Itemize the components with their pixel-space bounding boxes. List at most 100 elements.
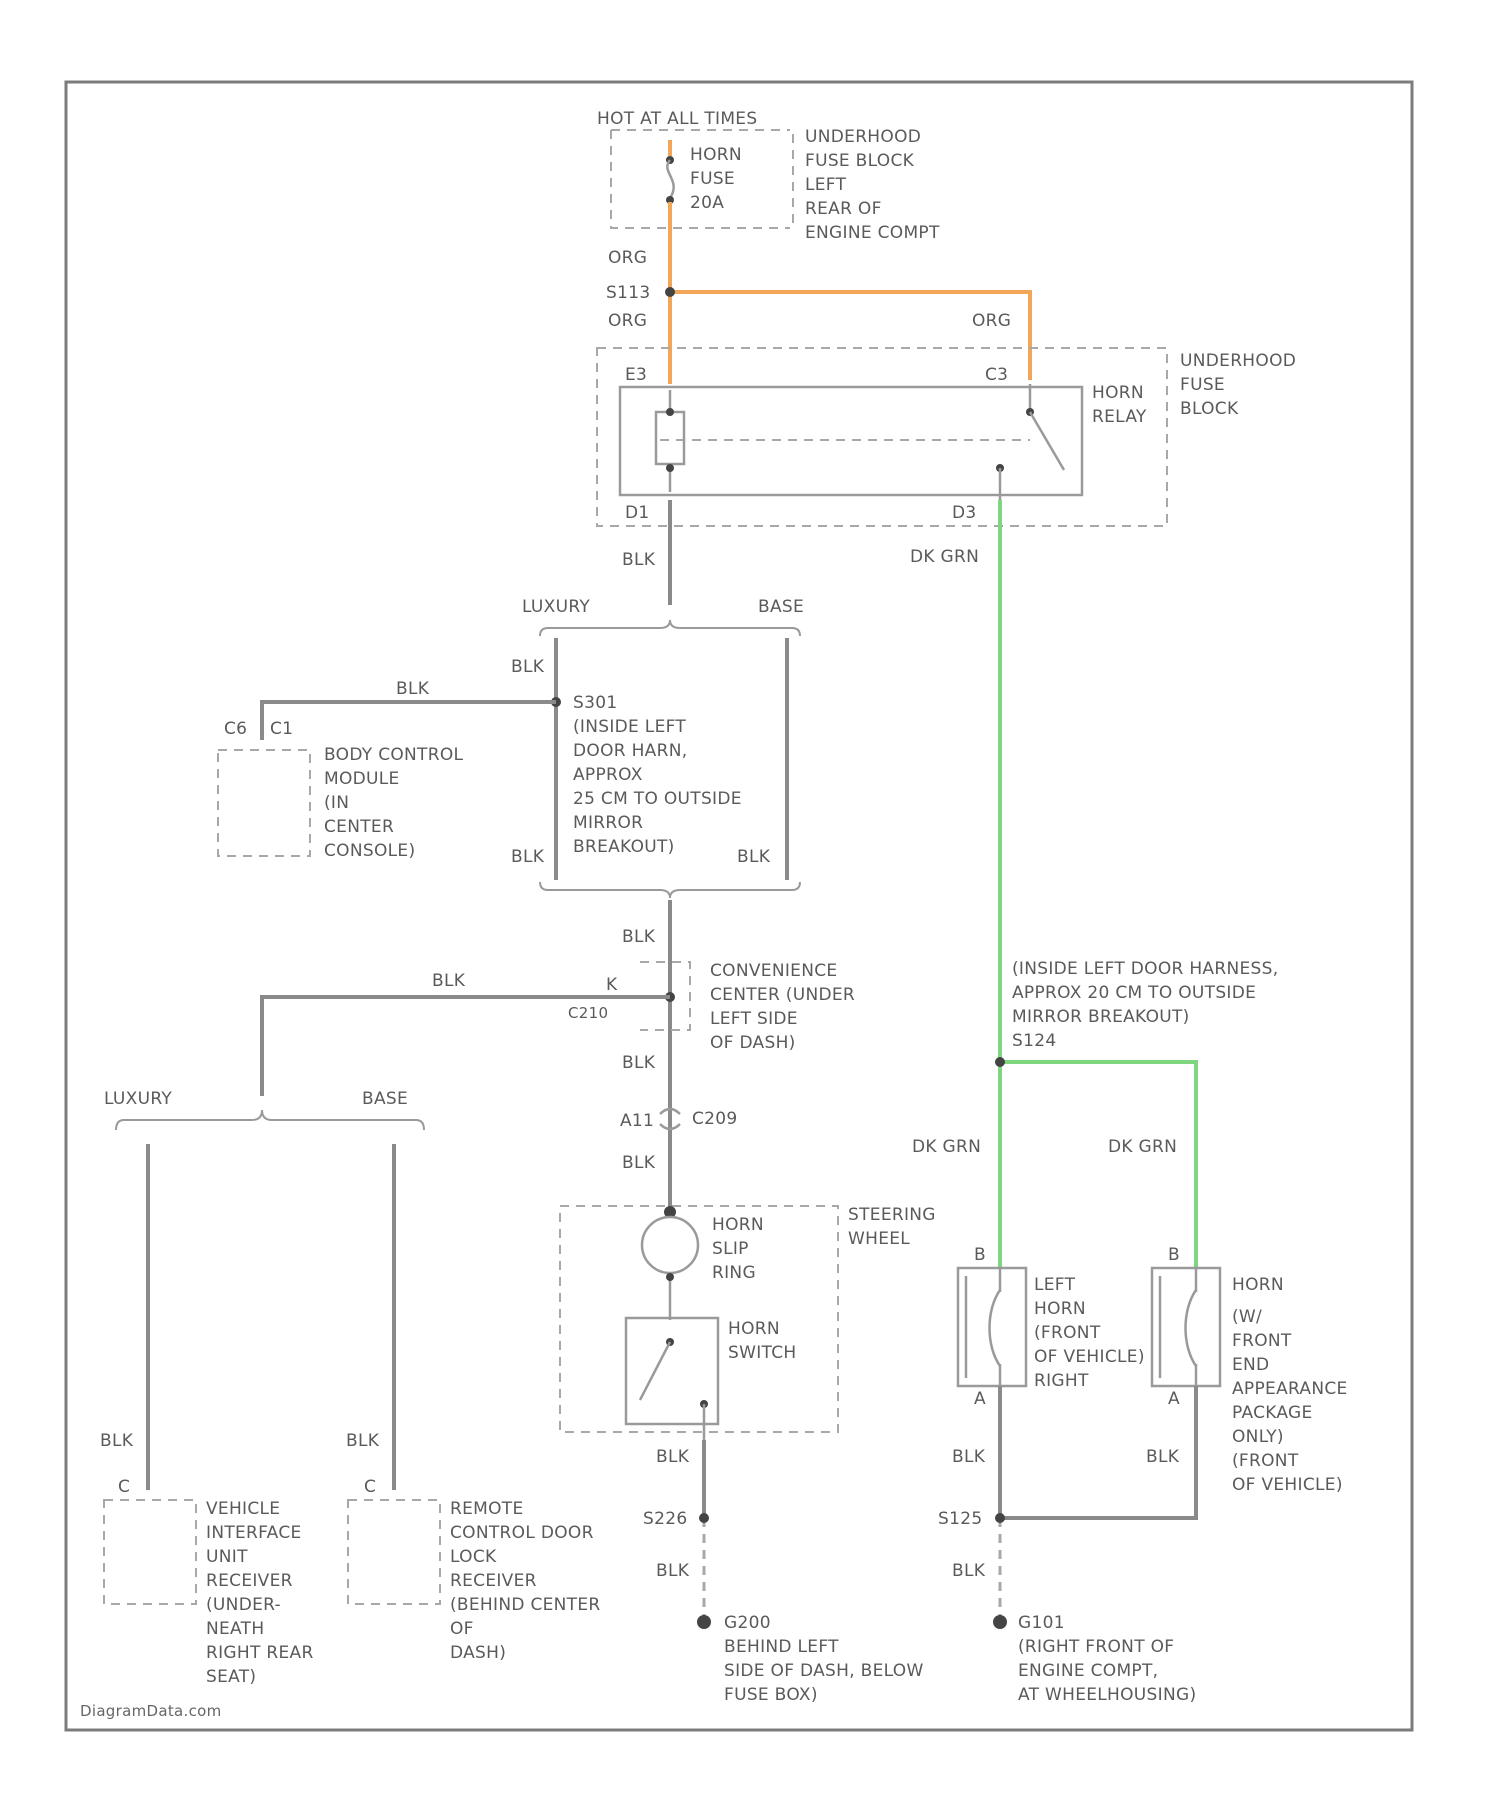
bcm-name-1: BODY CONTROL [324, 745, 464, 765]
right-horn-name-1: HORN [1232, 1275, 1284, 1295]
vehicle-receiver-name-4: RECEIVER [206, 1571, 293, 1591]
right-horn-name-9: OF VEHICLE) [1232, 1475, 1343, 1495]
right-horn-name-5: APPEARANCE [1232, 1379, 1348, 1399]
right-horn-pin-b: B [1168, 1245, 1180, 1265]
c209-label: C209 [692, 1109, 738, 1129]
vehicle-interface-receiver: C VEHICLE INTERFACE UNIT RECEIVER (UNDER… [104, 1477, 314, 1687]
g200-location-2: SIDE OF DASH, BELOW [724, 1661, 924, 1681]
right-horn-name-6: PACKAGE [1232, 1403, 1313, 1423]
relay-pin-e3: E3 [625, 365, 647, 385]
horn-slip-ring [642, 1217, 698, 1273]
vehicle-receiver-name-7: RIGHT REAR [206, 1643, 314, 1663]
slip-ring-name-2: SLIP [712, 1239, 749, 1259]
remote-receiver-name-4: RECEIVER [450, 1571, 537, 1591]
dk-grn-left-label: DK GRN [912, 1137, 981, 1157]
harness-blk-bottom-right: BLK [737, 847, 771, 867]
vehicle-receiver-blk: BLK [100, 1431, 134, 1451]
slip-ring-name-1: HORN [712, 1215, 764, 1235]
relay-block-2: FUSE [1180, 375, 1225, 395]
left-horn-name-1: LEFT [1034, 1275, 1076, 1295]
convenience-name-3: LEFT SIDE [710, 1009, 798, 1029]
vehicle-receiver-outline [104, 1500, 196, 1604]
horn-relay: E3 C3 D1 D3 HORN RELAY UNDERHOOD FUSE BL… [597, 348, 1296, 526]
fuse-name: HORN [690, 145, 742, 165]
horn-harness-note-1: (INSIDE LEFT DOOR HARNESS, [1012, 959, 1278, 979]
bcm-outline [218, 750, 310, 856]
harness-note-1: (INSIDE LEFT [573, 717, 686, 737]
relay-name-1: HORN [1092, 383, 1144, 403]
credit-text: DiagramData.com [80, 1702, 222, 1720]
bcm-name-4: CENTER [324, 817, 394, 837]
bcm-connector: C6 [224, 719, 247, 739]
vehicle-receiver-name-5: (UNDER- [206, 1595, 281, 1615]
convenience-blk-below: BLK [622, 1053, 656, 1073]
harness-note-3: APPROX [573, 765, 643, 785]
ground-g101-label: G101 [1018, 1613, 1065, 1633]
slip-ring-name-3: RING [712, 1263, 756, 1283]
right-horn-blk: BLK [1146, 1447, 1180, 1467]
right-horn: B A HORN (W/ FRONT END APPEARANCE PACKAG… [1152, 1245, 1348, 1495]
ground-g101 [993, 1615, 1007, 1629]
fuse-word: FUSE [690, 169, 735, 189]
bcm-name-5: CONSOLE) [324, 841, 415, 861]
horn-ground-blk: BLK [952, 1561, 986, 1581]
receiver-branch-label: BLK [432, 971, 466, 991]
right-horn-name-2: (W/ [1232, 1307, 1262, 1327]
fuse-block-name-5: ENGINE COMPT [805, 223, 940, 243]
harness-blk-top-left: BLK [511, 657, 545, 677]
convenience-center: K C210 CONVENIENCE CENTER (UNDER LEFT SI… [568, 961, 855, 1053]
convenience-name-2: CENTER (UNDER [710, 985, 855, 1005]
g200-location-3: FUSE BOX) [724, 1685, 818, 1705]
remote-receiver-name-1: REMOTE [450, 1499, 524, 1519]
org-label-right: ORG [972, 311, 1011, 331]
left-horn: B A LEFT HORN (FRONT OF VEHICLE) RIGHT [958, 1245, 1145, 1409]
steering-blk-ground: BLK [656, 1561, 690, 1581]
left-horn-name-4: OF VEHICLE) [1034, 1347, 1145, 1367]
relay-ground-label: BLK [622, 550, 656, 570]
left-horn-pin-a: A [974, 1389, 986, 1409]
relay-pin-d1: D1 [625, 503, 650, 523]
relay-coil [656, 412, 684, 464]
convenience-pin-label: K [606, 975, 618, 995]
org-wire-branch [670, 292, 1030, 380]
bcm-feed-wire [262, 702, 556, 740]
vehicle-receiver-pin: C [118, 1477, 130, 1497]
remote-receiver-blk: BLK [346, 1431, 380, 1451]
right-horn-pin-a: A [1168, 1389, 1180, 1409]
steering-title-1: STEERING [848, 1205, 936, 1225]
vehicle-receiver-name-2: INTERFACE [206, 1523, 302, 1543]
remote-receiver-name-7: DASH) [450, 1643, 506, 1663]
g200-location-1: BEHIND LEFT [724, 1637, 839, 1657]
left-horn-name-5: RIGHT [1034, 1371, 1089, 1391]
remote-receiver-name-6: OF [450, 1619, 474, 1639]
splice-s113 [665, 287, 675, 297]
splice-s124 [995, 1057, 1005, 1067]
option-top-base: BASE [758, 597, 804, 617]
bcm-name-2: MODULE [324, 769, 400, 789]
vehicle-receiver-name-3: UNIT [206, 1547, 248, 1567]
ground-g200 [697, 1615, 711, 1629]
harness-s301: BLK S301 (INSIDE LEFT DOOR HARN, APPROX … [511, 638, 787, 880]
fuse-block-name-4: REAR OF [805, 199, 882, 219]
remote-receiver-pin: C [364, 1477, 376, 1497]
bcm-feed-label: BLK [396, 679, 430, 699]
convenience-connector: C210 [568, 1004, 608, 1022]
right-horn-name-8: (FRONT [1232, 1451, 1299, 1471]
body-control-module: C6 C1 BODY CONTROL MODULE (IN CENTER CON… [218, 719, 464, 861]
horn-switch-contact [640, 1342, 670, 1400]
g101-location-3: AT WHEELHOUSING) [1018, 1685, 1196, 1705]
right-horn-name-3: FRONT [1232, 1331, 1292, 1351]
g101-location-2: ENGINE COMPT, [1018, 1661, 1158, 1681]
splice-s226 [699, 1513, 709, 1523]
left-horn-blk: BLK [952, 1447, 986, 1467]
harness-note-4: 25 CM TO OUTSIDE [573, 789, 742, 809]
convenience-blk-above: BLK [622, 927, 656, 947]
fuse-element [667, 160, 673, 198]
left-horn-name-3: (FRONT [1034, 1323, 1101, 1343]
diagram-frame [66, 82, 1412, 1730]
harness-splice-label: S301 [573, 693, 617, 713]
remote-receiver-name-2: CONTROL DOOR [450, 1523, 594, 1543]
splice-s125-label: S125 [938, 1509, 982, 1529]
relay-block-3: BLOCK [1180, 399, 1239, 419]
